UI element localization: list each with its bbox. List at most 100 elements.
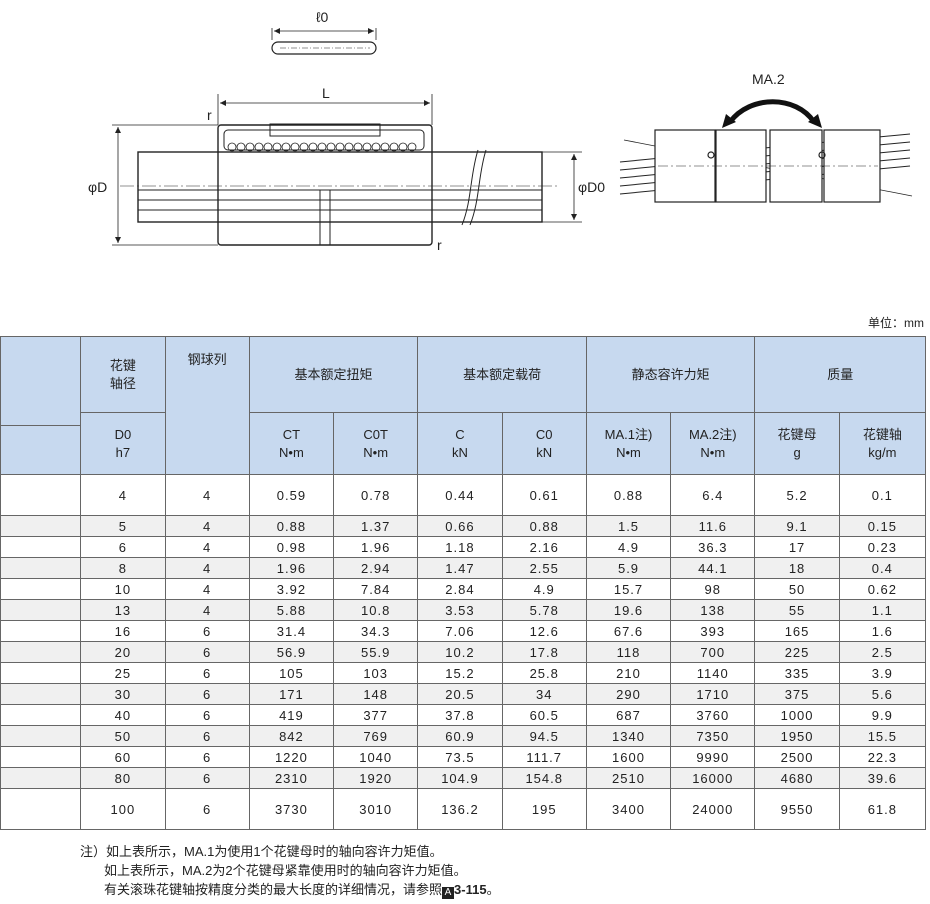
double-nut-drawing: [619, 99, 913, 203]
header-balls: 钢球列: [164, 336, 250, 475]
table-cell: 24000: [670, 788, 756, 830]
table-cell: 3010: [333, 788, 419, 830]
table-cell: 60.5: [501, 704, 587, 726]
row-blank-cell: [0, 662, 82, 684]
table-cell: 6: [80, 536, 166, 558]
table-cell: 1000: [754, 704, 840, 726]
col-unit: N•m: [616, 444, 641, 460]
col-ct: CT N•m: [248, 412, 335, 475]
L-label: L: [322, 85, 330, 101]
table-cell: 118: [585, 641, 672, 663]
table-cell: 1.5: [585, 515, 672, 537]
header-torque: 基本额定扭矩: [248, 336, 419, 413]
balls-title: 钢球列: [187, 352, 227, 367]
table-cell: 393: [670, 620, 756, 642]
table-cell: 0.78: [333, 474, 419, 516]
table-cell: 290: [585, 683, 672, 705]
spec-table: 花键 轴径 钢球列 基本额定扭矩 基本额定载荷 静态容许力矩 质量 D0 h7 …: [0, 336, 927, 830]
row-blank-cell: [0, 704, 82, 726]
table-cell: 5.2: [754, 474, 840, 516]
table-cell: 31.4: [248, 620, 335, 642]
table-cell: 1340: [585, 725, 672, 747]
table-cell: 6: [164, 662, 250, 684]
table-cell: 687: [585, 704, 672, 726]
table-cell: 2.84: [417, 578, 503, 600]
table-cell: 10.2: [417, 641, 503, 663]
note-line-3-text: 有关滚珠花键轴按精度分类的最大长度的详细情况，请参照: [104, 882, 443, 897]
table-cell: 3400: [585, 788, 672, 830]
table-cell: 419: [248, 704, 335, 726]
table-cell: 34.3: [333, 620, 419, 642]
col-unit: kN: [536, 444, 553, 460]
table-cell: 10.8: [333, 599, 419, 621]
col-sym: CT: [282, 426, 301, 442]
table-cell: 1040: [333, 746, 419, 768]
table-cell: 138: [670, 599, 756, 621]
table-cell: 94.5: [501, 725, 587, 747]
table-cell: 40: [80, 704, 166, 726]
table-cell: 55: [754, 599, 840, 621]
table-cell: 0.4: [838, 557, 927, 579]
table-cell: 5.88: [248, 599, 335, 621]
col-sym: MA.1注): [604, 426, 653, 442]
table-cell: 5.6: [838, 683, 927, 705]
table-cell: 25.8: [501, 662, 587, 684]
table-cell: 2.94: [333, 557, 419, 579]
table-cell: 4: [164, 599, 250, 621]
table-cell: 17.8: [501, 641, 587, 663]
col-unit: N•m: [700, 444, 726, 460]
table-cell: 80: [80, 767, 166, 789]
table-cell: 9550: [754, 788, 840, 830]
table-cell: 195: [501, 788, 587, 830]
table-cell: 335: [754, 662, 840, 684]
row-blank-cell: [0, 725, 82, 747]
col-unit: N•m: [279, 444, 304, 460]
header-moment: 静态容许力矩: [585, 336, 756, 413]
page-ref-link[interactable]: 3-115: [454, 882, 487, 897]
row-blank-cell: [0, 515, 82, 537]
header-blank: [0, 336, 82, 475]
table-cell: 148: [333, 683, 419, 705]
table-cell: 6: [164, 746, 250, 768]
table-cell: 6: [164, 620, 250, 642]
table-cell: 4: [164, 578, 250, 600]
table-cell: 61.8: [838, 788, 927, 830]
table-cell: 171: [248, 683, 335, 705]
table-cell: 769: [333, 725, 419, 747]
table-cell: 0.98: [248, 536, 335, 558]
table-cell: 44.1: [670, 557, 756, 579]
table-cell: 4: [164, 536, 250, 558]
table-cell: 7350: [670, 725, 756, 747]
table-cell: 842: [248, 725, 335, 747]
col-ma2: MA.2注) N•m: [670, 412, 756, 475]
table-cell: 165: [754, 620, 840, 642]
table-cell: 0.23: [838, 536, 927, 558]
table-cell: 7.84: [333, 578, 419, 600]
table-cell: 16: [80, 620, 166, 642]
table-cell: 375: [754, 683, 840, 705]
table-cell: 700: [670, 641, 756, 663]
table-cell: 104.9: [417, 767, 503, 789]
row-blank-cell: [0, 557, 82, 579]
table-cell: 6: [164, 725, 250, 747]
table-cell: 1950: [754, 725, 840, 747]
table-cell: 3730: [248, 788, 335, 830]
header-load: 基本额定载荷: [417, 336, 587, 413]
MA2-label: MA.2: [752, 71, 785, 87]
technical-drawing: ℓ0 L r r: [88, 9, 913, 253]
table-cell: 3.9: [838, 662, 927, 684]
table-cell: 0.88: [585, 474, 672, 516]
header-shaft-sub: D0 h7: [80, 412, 166, 475]
table-cell: 1.37: [333, 515, 419, 537]
col-sym: MA.2注): [688, 426, 737, 442]
unit-label: 单位：mm: [868, 316, 924, 330]
note-line-1: 注）如上表所示，MA.1为使用1个花键母时的轴向容许力矩值。: [80, 844, 443, 859]
spline-nut-drawing: [120, 123, 560, 246]
